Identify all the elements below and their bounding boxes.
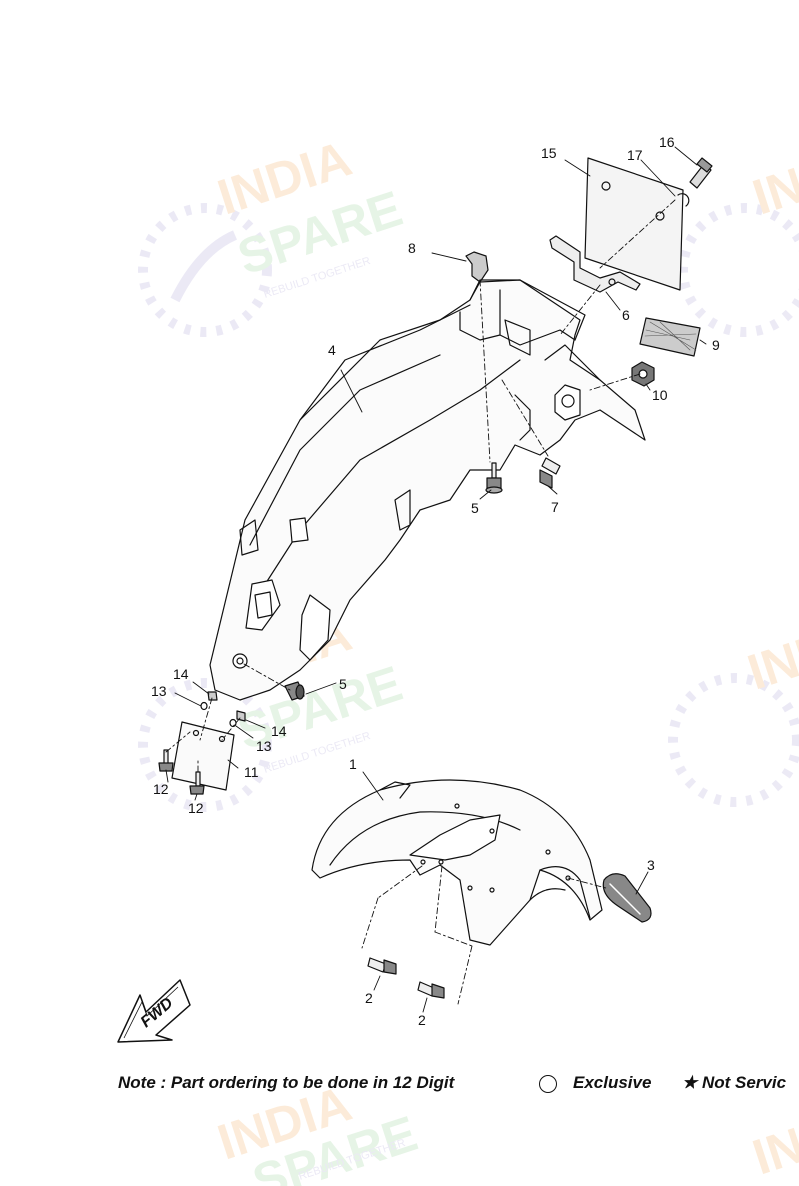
part-14-nut-upper bbox=[207, 691, 218, 701]
part-15-license-plate bbox=[584, 157, 684, 291]
leader-lines bbox=[165, 146, 707, 1013]
part-3-side-reflector bbox=[602, 873, 652, 923]
callout-labels: 15 17 16 8 6 9 10 4 5 7 5 14 13 14 13 11… bbox=[151, 134, 720, 1028]
part-17-washer bbox=[677, 193, 690, 207]
part-2-bolt-left bbox=[367, 957, 397, 975]
legend-exclusive: Exclusive bbox=[573, 1073, 652, 1092]
callout-15: 15 bbox=[541, 145, 557, 161]
part-11-plate bbox=[171, 721, 235, 791]
part-4-rear-fender bbox=[209, 279, 646, 701]
callout-5-upper: 5 bbox=[471, 500, 479, 516]
callout-7: 7 bbox=[551, 499, 559, 515]
callout-6: 6 bbox=[622, 307, 630, 323]
callout-14-lower: 14 bbox=[271, 723, 287, 739]
callout-12-left: 12 bbox=[153, 781, 169, 797]
legend-not-serviceable: ★ Not Servic bbox=[682, 1073, 787, 1092]
part-14-nut-lower bbox=[236, 710, 246, 722]
callout-13-upper: 13 bbox=[151, 683, 167, 699]
callout-16: 16 bbox=[659, 134, 675, 150]
part-1-front-fender bbox=[311, 779, 603, 946]
watermark-word-india: INDIA bbox=[746, 1090, 799, 1185]
part-16-bolt bbox=[689, 157, 713, 189]
callout-3: 3 bbox=[647, 857, 655, 873]
watermark-word-india: INDIA bbox=[741, 605, 799, 700]
callout-11: 11 bbox=[244, 764, 259, 780]
part-7-bolt bbox=[539, 457, 561, 489]
watermark-word-india: INDIA bbox=[746, 130, 799, 225]
callout-2-right: 2 bbox=[418, 1012, 426, 1028]
part-2-bolt-right bbox=[417, 981, 445, 999]
part-12-screw-right bbox=[189, 771, 205, 795]
assembly-lines bbox=[165, 199, 676, 1005]
callout-1: 1 bbox=[349, 756, 357, 772]
callout-13-lower: 13 bbox=[256, 738, 272, 754]
callout-17: 17 bbox=[627, 147, 643, 163]
callout-5-lower: 5 bbox=[339, 676, 347, 692]
callout-2-left: 2 bbox=[365, 990, 373, 1006]
watermark-top-left: INDIA SPARE REBUILD TOGETHER bbox=[138, 130, 409, 337]
note-row: Note : Part ordering to be done in 12 Di… bbox=[118, 1073, 799, 1101]
callout-14-upper: 14 bbox=[173, 666, 189, 682]
exclusive-circle-icon bbox=[539, 1075, 557, 1093]
part-6-bracket bbox=[549, 235, 641, 293]
part-9-reflector bbox=[639, 317, 701, 357]
callout-8: 8 bbox=[408, 240, 416, 256]
part-13-washer-upper bbox=[200, 701, 208, 711]
callout-9: 9 bbox=[712, 337, 720, 353]
watermark-middle-right: INDIA bbox=[668, 605, 799, 807]
callout-10: 10 bbox=[652, 387, 668, 403]
fwd-arrow-icon: FWD bbox=[117, 979, 191, 1043]
part-12-screw-left bbox=[158, 749, 174, 772]
callout-12-right: 12 bbox=[188, 800, 204, 816]
part-13-washer-lower bbox=[229, 718, 237, 728]
part-8-clip bbox=[465, 251, 489, 283]
part-5-bolt-lower bbox=[284, 681, 305, 701]
part-ordering-note: Note : Part ordering to be done in 12 Di… bbox=[118, 1073, 455, 1092]
part-10-nut bbox=[631, 361, 655, 387]
part-5-bolt-upper bbox=[485, 462, 503, 494]
callout-4: 4 bbox=[328, 342, 336, 358]
